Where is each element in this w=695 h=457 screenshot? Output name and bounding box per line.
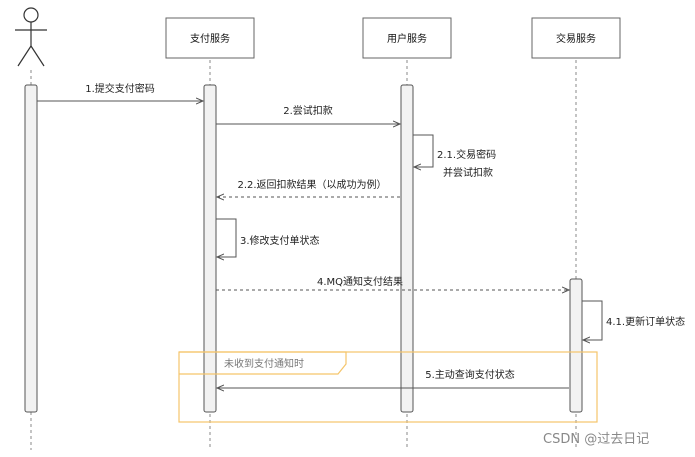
message-2-1: 2.1.交易密码 并尝试扣款 <box>413 134 496 179</box>
activation-user <box>24 84 38 413</box>
message-4: 4.MQ通知支付结果 <box>216 275 569 290</box>
watermark: CSDN @过去日记 <box>543 432 649 447</box>
message-2: 2.尝试扣款 <box>216 104 400 124</box>
message-5-label: 5.主动查询支付状态 <box>425 368 515 381</box>
header-pay-label: 支付服务 <box>190 32 230 45</box>
message-2-label: 2.尝试扣款 <box>283 104 333 117</box>
message-2-2-label: 2.2.返回扣款结果（以成功为例） <box>237 178 386 191</box>
message-1-label: 1.提交支付密码 <box>85 82 155 95</box>
activation-trade <box>569 278 583 413</box>
activations <box>24 84 583 413</box>
header-pay: 支付服务 <box>165 17 255 59</box>
message-2-1-label-line2: 并尝试扣款 <box>443 166 493 179</box>
message-3: 3.修改支付单状态 <box>216 218 320 257</box>
header-trade: 交易服务 <box>531 17 621 59</box>
message-4-1: 4.1.更新订单状态 <box>582 300 685 340</box>
header-usr-label: 用户服务 <box>387 32 427 45</box>
activation-usr <box>400 84 414 413</box>
activation-pay <box>203 84 217 413</box>
header-usr: 用户服务 <box>362 17 452 59</box>
header-trade-label: 交易服务 <box>556 32 596 45</box>
message-5: 5.主动查询支付状态 <box>217 368 569 388</box>
message-3-label: 3.修改支付单状态 <box>240 234 320 247</box>
frame-label: 未收到支付通知时 <box>224 357 304 370</box>
lifelines <box>30 60 577 450</box>
message-2-1-label-line1: 2.1.交易密码 <box>437 148 496 161</box>
message-4-1-label: 4.1.更新订单状态 <box>606 315 685 328</box>
message-2-2: 2.2.返回扣款结果（以成功为例） <box>217 178 400 197</box>
message-1: 1.提交支付密码 <box>37 82 203 101</box>
actor-icon <box>15 7 47 67</box>
frame-alt: 未收到支付通知时 <box>178 351 598 423</box>
message-4-label: 4.MQ通知支付结果 <box>317 275 403 288</box>
